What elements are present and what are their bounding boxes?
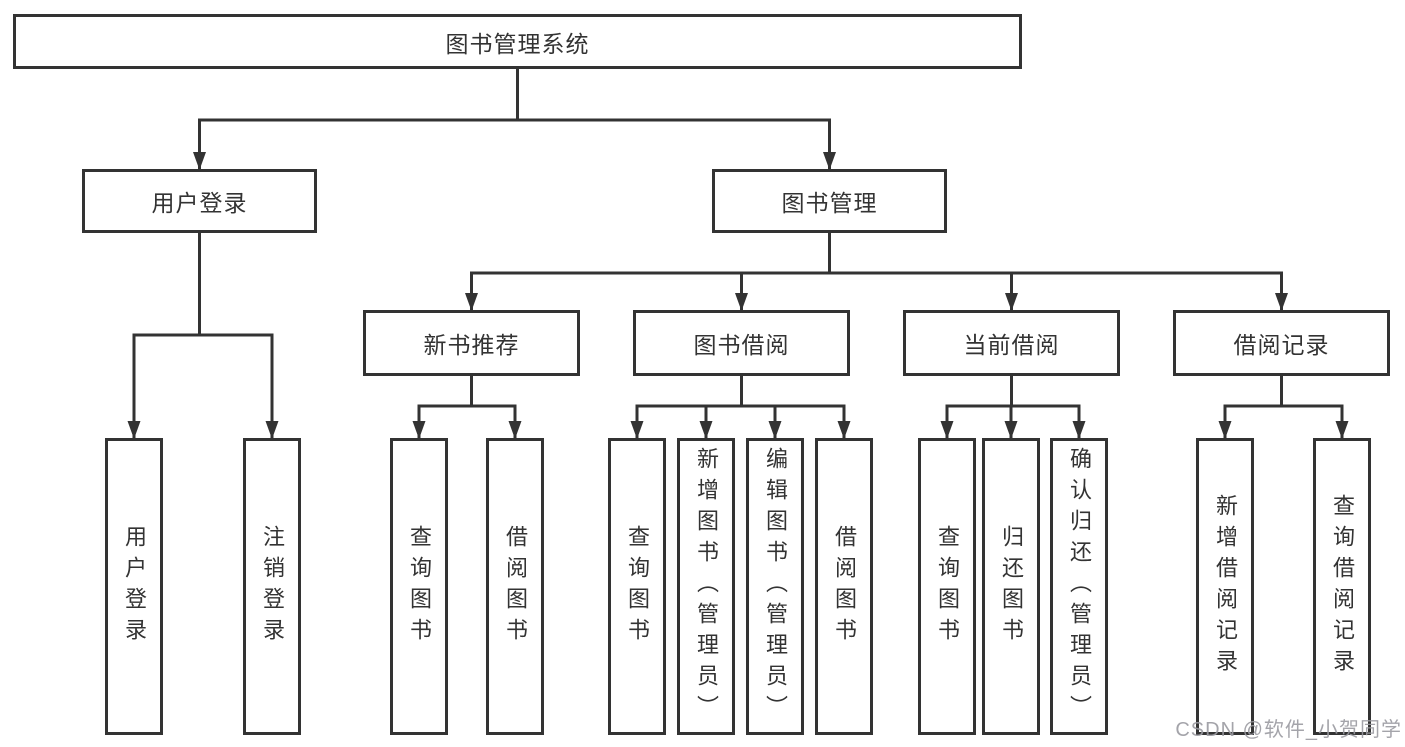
leaf-nb-borrow-books-label: 借阅图书 <box>503 524 528 649</box>
leaf-br-add-borrow-record-label: 新增借阅记录 <box>1213 493 1238 680</box>
leaf-cb-query-books: 查询图书 <box>918 438 976 735</box>
leaf-cb-confirm-return-admin: 确认归还（管理员） <box>1050 438 1108 735</box>
node-root-label: 图书管理系统 <box>445 30 590 57</box>
node-new-book-recommendation-label: 新书推荐 <box>423 332 520 358</box>
leaf-nb-query-books-label: 查询图书 <box>407 524 432 649</box>
leaf-logout-label: 注销登录 <box>260 524 285 649</box>
leaf-bb-query-books-label: 查询图书 <box>625 524 650 649</box>
leaf-cb-return-books-label: 归还图书 <box>999 524 1024 649</box>
leaf-bb-borrow-books-label: 借阅图书 <box>832 524 857 649</box>
node-current-borrowing-label: 当前借阅 <box>963 332 1060 358</box>
node-book-borrowing-label: 图书借阅 <box>693 332 790 358</box>
watermark: CSDN @软件_小贺同学 <box>1175 719 1402 741</box>
leaf-cb-confirm-return-admin-label: 确认归还（管理员） <box>1067 447 1092 726</box>
leaf-bb-edit-books-admin-label: 编辑图书（管理员） <box>763 447 788 726</box>
node-user-login: 用户登录 <box>82 169 317 233</box>
leaf-cb-return-books: 归还图书 <box>982 438 1040 735</box>
node-borrowing-records: 借阅记录 <box>1173 310 1390 376</box>
leaf-br-query-borrow-record: 查询借阅记录 <box>1313 438 1371 735</box>
leaf-bb-borrow-books: 借阅图书 <box>815 438 873 735</box>
leaf-nb-query-books: 查询图书 <box>390 438 448 735</box>
leaf-bb-edit-books-admin: 编辑图书（管理员） <box>746 438 804 735</box>
node-borrowing-records-label: 借阅记录 <box>1233 332 1330 358</box>
node-book-management: 图书管理 <box>712 169 947 233</box>
leaf-cb-query-books-label: 查询图书 <box>935 524 960 649</box>
node-book-management-label: 图书管理 <box>781 190 878 216</box>
leaf-bb-query-books: 查询图书 <box>608 438 666 735</box>
leaf-logout: 注销登录 <box>243 438 301 735</box>
leaf-user-login: 用户登录 <box>105 438 163 735</box>
leaf-br-query-borrow-record-label: 查询借阅记录 <box>1330 493 1355 680</box>
node-root: 图书管理系统 <box>13 14 1022 69</box>
node-new-book-recommendation: 新书推荐 <box>363 310 580 376</box>
leaf-nb-borrow-books: 借阅图书 <box>486 438 544 735</box>
leaf-bb-add-books-admin: 新增图书（管理员） <box>677 438 735 735</box>
leaf-bb-add-books-admin-label: 新增图书（管理员） <box>694 447 719 726</box>
node-book-borrowing: 图书借阅 <box>633 310 850 376</box>
node-user-login-label: 用户登录 <box>151 190 248 216</box>
node-current-borrowing: 当前借阅 <box>903 310 1120 376</box>
leaf-br-add-borrow-record: 新增借阅记录 <box>1196 438 1254 735</box>
leaf-user-login-label: 用户登录 <box>122 524 147 649</box>
